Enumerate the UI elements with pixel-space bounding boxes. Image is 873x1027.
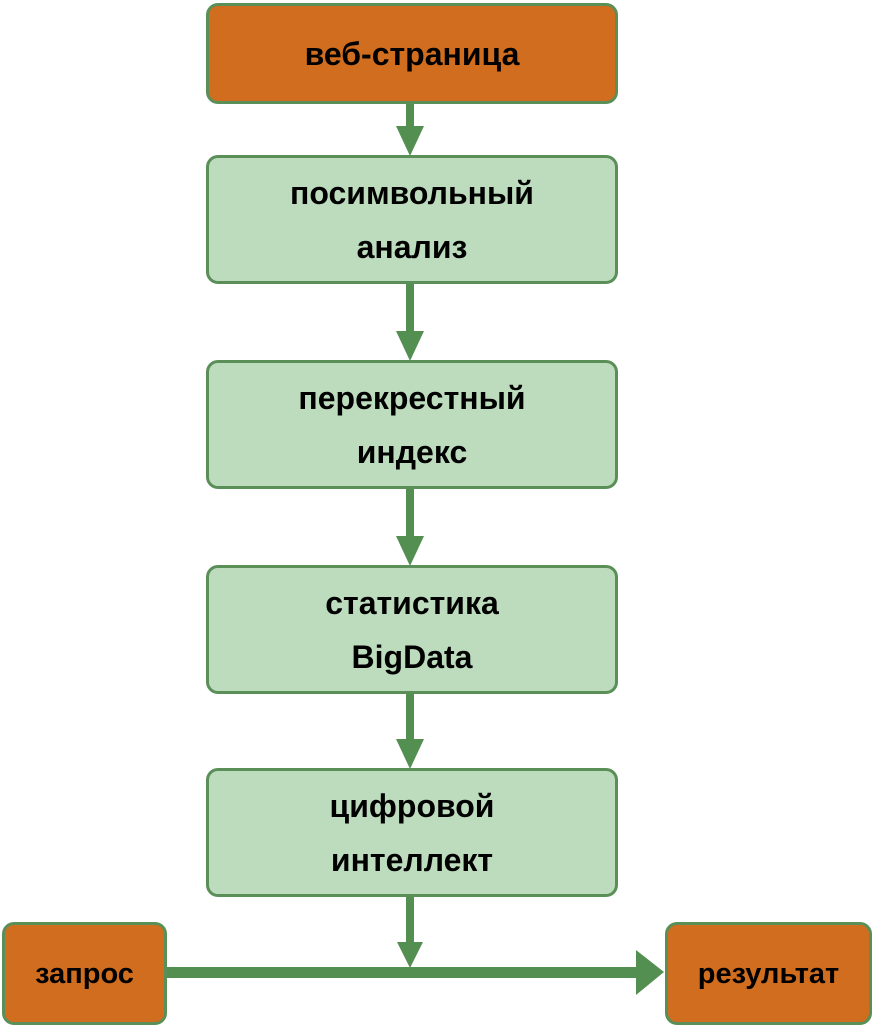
- node-web-page: веб-страница: [206, 3, 618, 104]
- arrow-web-to-analysis: [396, 100, 424, 156]
- arrow-index-to-statistics: [396, 485, 424, 566]
- node-result: результат: [665, 922, 872, 1025]
- node-query: запрос: [2, 922, 167, 1025]
- node-label: запрос: [35, 957, 134, 990]
- node-statistics: статистика BigData: [206, 565, 618, 694]
- node-char-analysis: посимвольный анализ: [206, 155, 618, 284]
- arrow-query-to-result: [164, 950, 664, 995]
- node-label: перекрестный индекс: [298, 379, 526, 470]
- node-label: посимвольный анализ: [290, 174, 534, 265]
- node-digital-intellect: цифровой интеллект: [206, 768, 618, 897]
- arrow-analysis-to-index: [396, 280, 424, 361]
- node-label: результат: [697, 957, 840, 990]
- arrow-statistics-to-intellect: [396, 690, 424, 769]
- node-label: веб-страница: [304, 35, 520, 72]
- arrow-intellect-to-line: [397, 893, 423, 968]
- node-label: статистика BigData: [325, 584, 499, 675]
- node-label: цифровой интеллект: [329, 787, 495, 878]
- node-cross-index: перекрестный индекс: [206, 360, 618, 489]
